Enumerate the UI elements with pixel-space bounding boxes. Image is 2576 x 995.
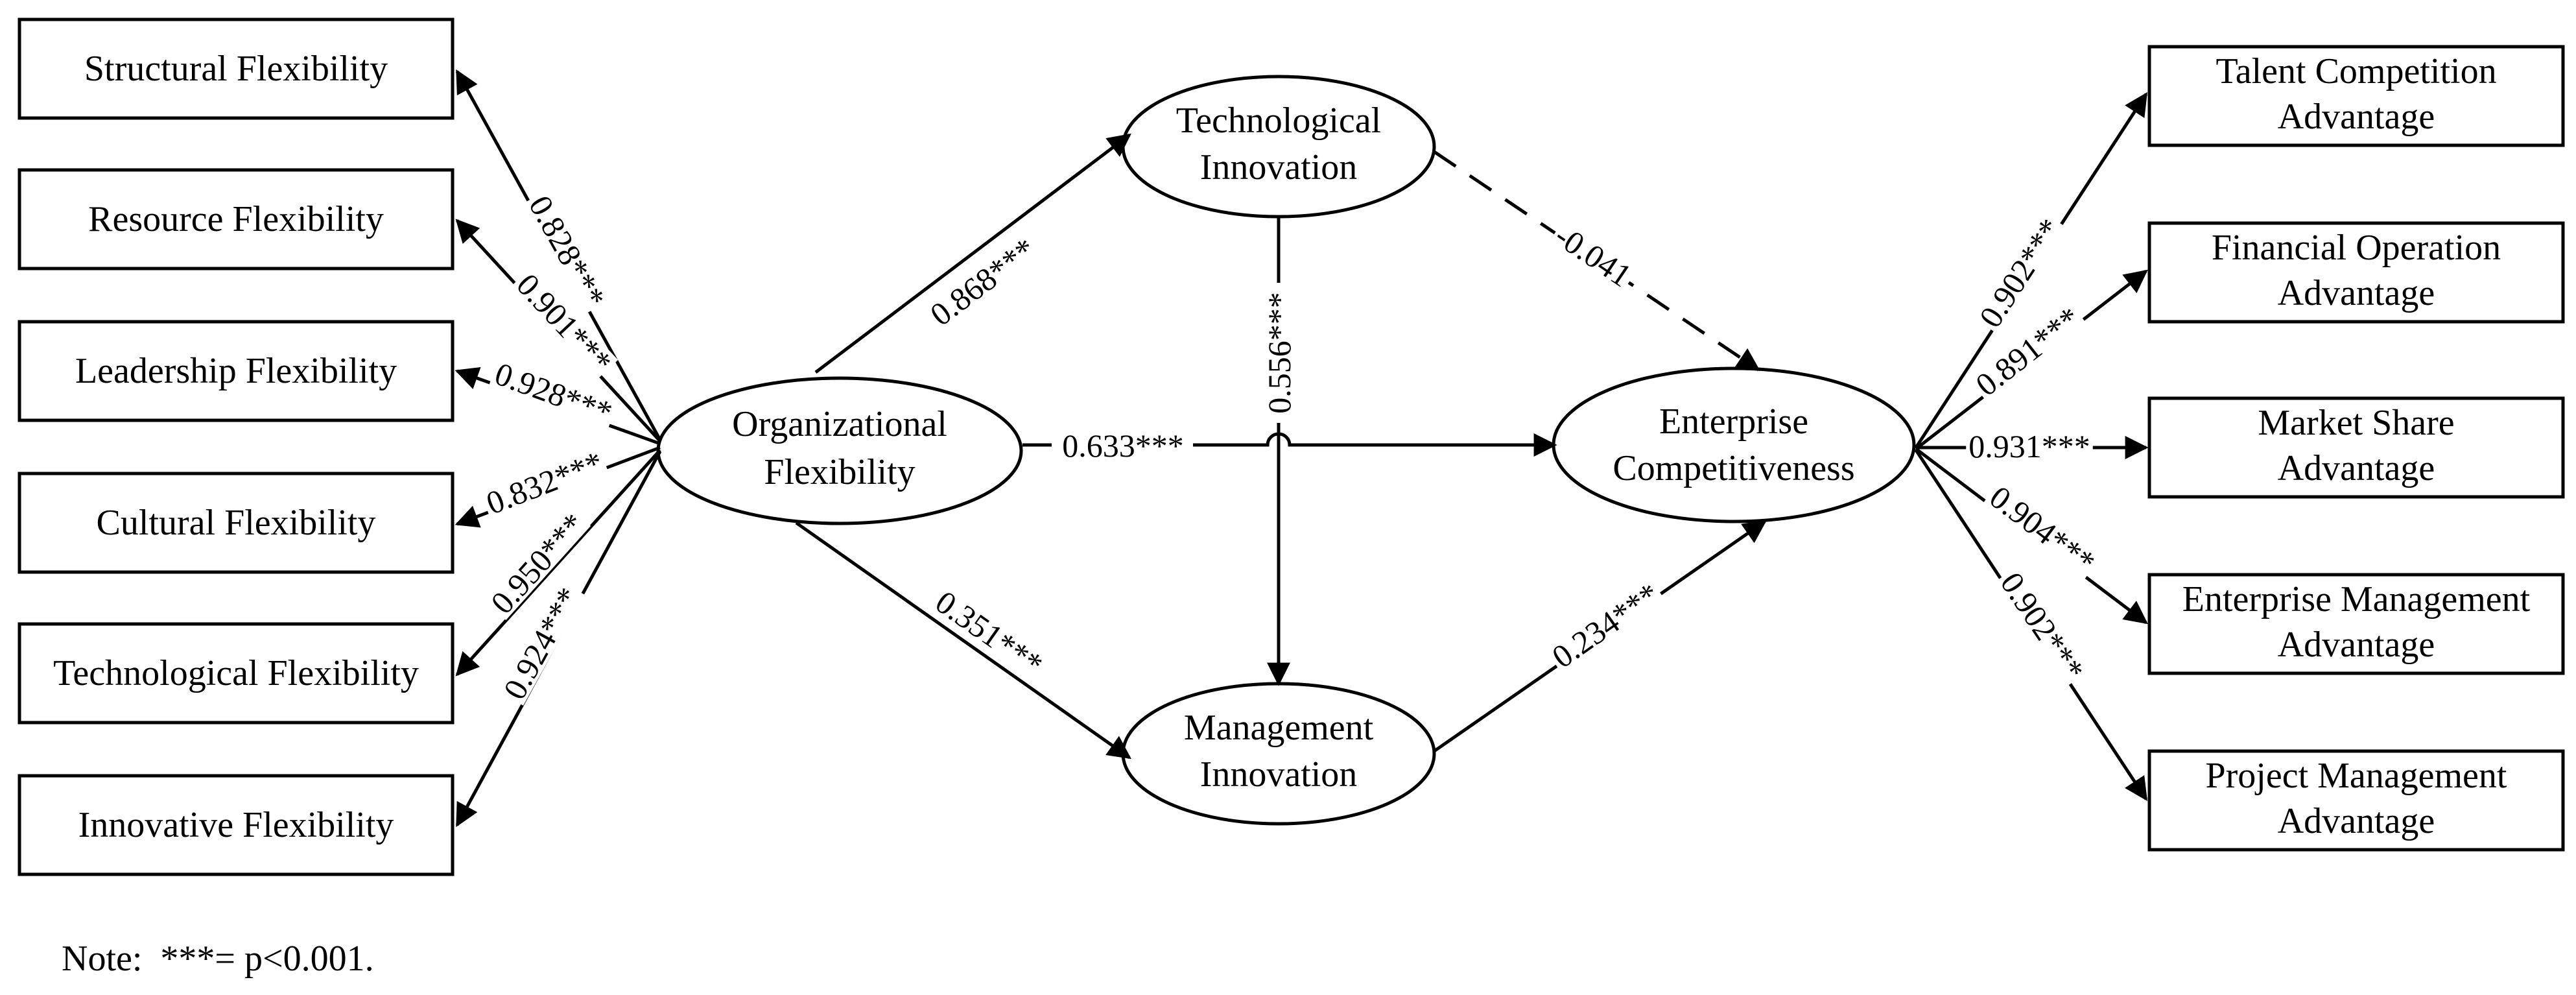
indicator-label-line2: Advantage bbox=[2278, 97, 2435, 137]
indicator-talent-competition-advantage: Talent Competition Advantage bbox=[2147, 45, 2565, 147]
significance-note: Note: ***= p<0.001. bbox=[62, 939, 374, 979]
construct-label-line1: Technological bbox=[1176, 101, 1381, 141]
construct-organizational-flexibility: Organizational Flexibility bbox=[656, 376, 1023, 525]
loading-label-cultural: 0.832*** bbox=[481, 444, 608, 521]
indicator-resource-flexibility: Resource Flexibility bbox=[18, 168, 455, 270]
constructs: Organizational Flexibility Technological… bbox=[656, 75, 1916, 826]
indicator-enterprise-management-advantage: Enterprise Management Advantage bbox=[2147, 573, 2565, 675]
label-backdrop bbox=[524, 189, 611, 314]
construct-label-line2: Flexibility bbox=[764, 452, 915, 492]
indicator-label: Resource Flexibility bbox=[88, 199, 384, 239]
construct-label-line1: Organizational bbox=[732, 404, 947, 444]
construct-label-line2: Competitiveness bbox=[1613, 448, 1854, 488]
construct-label-line1: Enterprise bbox=[1659, 402, 1808, 442]
label-backdrop bbox=[929, 584, 1050, 682]
indicator-label: Cultural Flexibility bbox=[97, 503, 376, 543]
indicator-market-share-advantage: Market Share Advantage bbox=[2147, 396, 2565, 499]
path-org-to-tech bbox=[814, 133, 1131, 374]
loading-label-enterprise-management: 0.904*** bbox=[1983, 479, 2102, 581]
right-loading-labels: 0.902*** 0.891*** 0.931*** 0.904*** 0.90… bbox=[1966, 211, 2102, 687]
label-backdrop bbox=[480, 446, 609, 519]
structural-paths bbox=[795, 133, 1767, 760]
construct-label-line1: Management bbox=[1184, 708, 1374, 748]
label-backdrop bbox=[1265, 289, 1294, 416]
label-backdrop bbox=[1548, 219, 1638, 293]
label-backdrop bbox=[923, 232, 1043, 331]
label-backdrop bbox=[1968, 301, 2087, 402]
coef-tech-ec: -0.041 bbox=[1548, 217, 1638, 294]
coef-tech-mgmt: 0.556*** bbox=[1261, 292, 1297, 414]
indicator-cultural-flexibility: Cultural Flexibility bbox=[18, 472, 455, 574]
coef-org-mgmt: 0.351*** bbox=[929, 583, 1050, 682]
left-indicators: Structural Flexibility Resource Flexibil… bbox=[18, 18, 455, 876]
label-backdrop bbox=[1974, 211, 2067, 334]
label-backdrop bbox=[489, 357, 619, 429]
indicator-structural-flexibility: Structural Flexibility bbox=[18, 18, 455, 120]
indicator-technological-flexibility: Technological Flexibility bbox=[18, 622, 455, 725]
loading-label-project-management: 0.902*** bbox=[1993, 566, 2091, 687]
label-backdrop bbox=[1545, 577, 1666, 674]
indicator-label: Structural Flexibility bbox=[84, 49, 388, 89]
indicator-project-management-advantage: Project Management Advantage bbox=[2147, 749, 2565, 852]
right-indicators: Talent Competition Advantage Financial O… bbox=[2147, 45, 2565, 852]
label-backdrop bbox=[484, 507, 591, 620]
path-org-to-mgmt bbox=[795, 521, 1131, 760]
indicator-financial-operation-advantage: Financial Operation Advantage bbox=[2147, 221, 2565, 324]
coef-mgmt-ec: 0.234*** bbox=[1545, 575, 1666, 675]
indicator-label-line1: Project Management bbox=[2206, 756, 2507, 796]
loading-label-market-share: 0.931*** bbox=[1968, 428, 2090, 464]
construct-label-line2: Innovation bbox=[1200, 754, 1358, 795]
label-backdrop bbox=[1983, 480, 2102, 579]
label-backdrop bbox=[1995, 566, 2090, 687]
construct-technological-innovation: Technological Innovation bbox=[1121, 75, 1436, 219]
indicator-innovative-flexibility: Innovative Flexibility bbox=[18, 774, 455, 876]
indicator-label: Technological Flexibility bbox=[53, 653, 419, 693]
indicator-label: Leadership Flexibility bbox=[75, 351, 397, 391]
indicator-label: Innovative Flexibility bbox=[78, 805, 394, 845]
left-loading-arrows bbox=[455, 69, 662, 828]
indicator-label-line1: Enterprise Management bbox=[2182, 579, 2531, 619]
coef-org-ec: 0.633*** bbox=[1062, 427, 1184, 464]
indicator-label-line1: Talent Competition bbox=[2216, 51, 2496, 91]
construct-management-innovation: Management Innovation bbox=[1121, 682, 1436, 826]
indicator-label-line2: Advantage bbox=[2278, 448, 2435, 488]
indicator-label-line2: Advantage bbox=[2278, 801, 2435, 841]
construct-label-line2: Innovation bbox=[1200, 147, 1358, 187]
indicator-label-line1: Financial Operation bbox=[2212, 228, 2501, 268]
indicator-label-line1: Market Share bbox=[2258, 403, 2454, 443]
label-backdrop bbox=[510, 267, 619, 379]
construct-enterprise-competitiveness: Enterprise Competitiveness bbox=[1552, 366, 1916, 523]
label-backdrop bbox=[1966, 432, 2093, 461]
indicator-label-line2: Advantage bbox=[2278, 273, 2435, 313]
label-backdrop bbox=[1059, 431, 1187, 460]
loading-arrow-technological bbox=[455, 449, 661, 677]
label-backdrop bbox=[498, 581, 585, 706]
indicator-leadership-flexibility: Leadership Flexibility bbox=[18, 320, 455, 422]
path-org-to-ec bbox=[1193, 432, 1557, 457]
indicator-label-line2: Advantage bbox=[2278, 625, 2435, 665]
